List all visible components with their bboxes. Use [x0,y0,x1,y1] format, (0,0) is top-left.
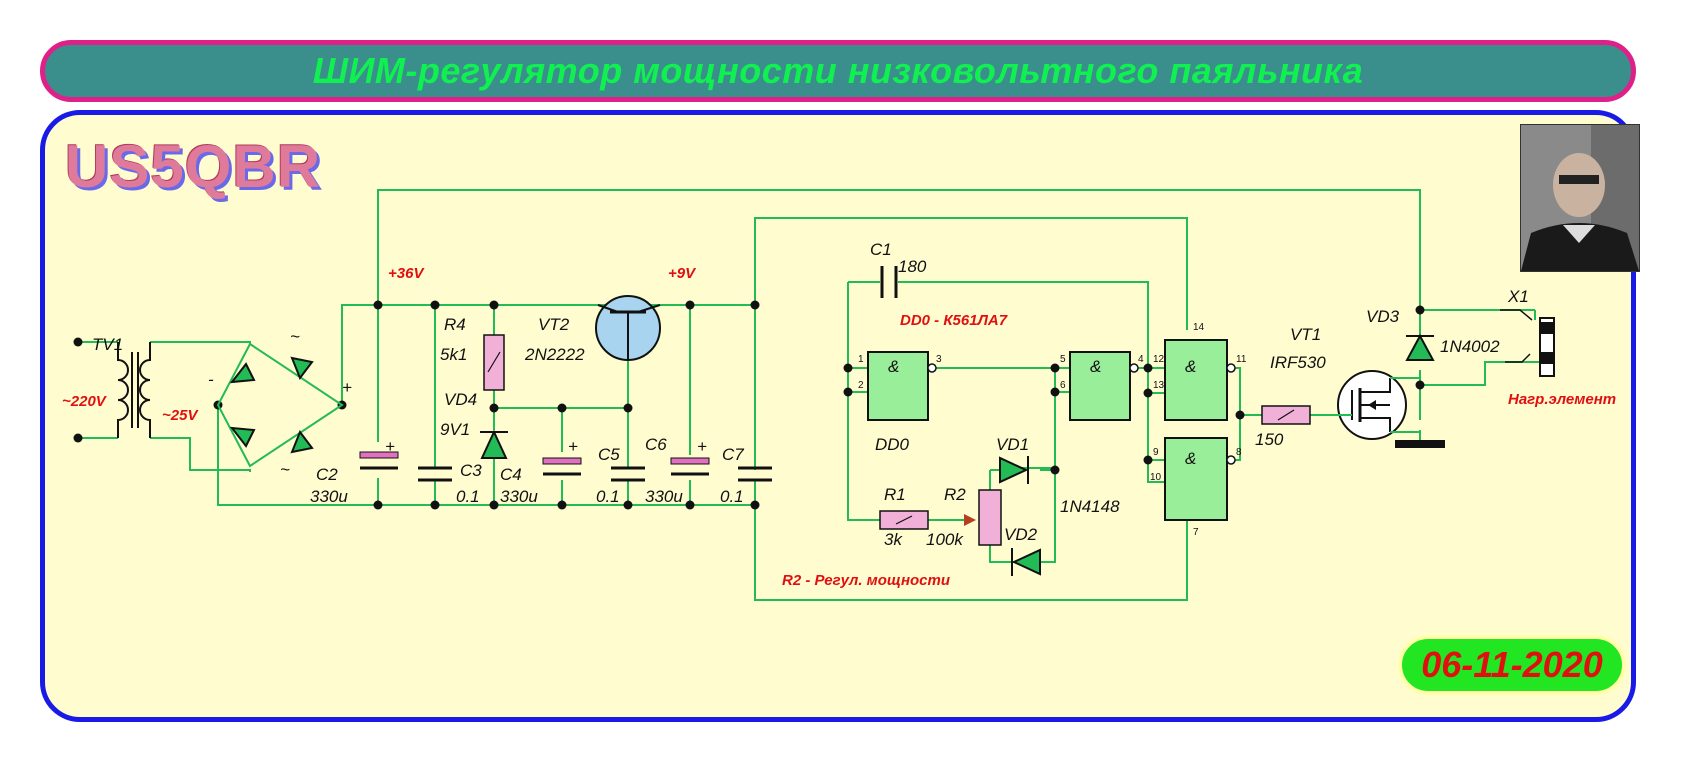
pin-11: 11 [1236,354,1247,365]
label-vd3-value: 1N4002 [1440,337,1500,356]
label-bridge-ac-bottom: ~ [280,460,290,479]
author-logo: US5QBR [65,133,322,200]
label-x1: X1 [1507,287,1529,306]
wires [78,189,1540,601]
capacitors [359,266,898,482]
label-vt2: VT2 [538,315,570,334]
label-vd4: VD4 [444,390,477,409]
pin-6: 6 [1060,380,1066,391]
label-c3-value: 0.1 [456,487,480,506]
label-c7: C7 [722,445,744,464]
label-c2-plus: + [385,437,395,456]
label-vd1: VD1 [996,435,1029,454]
person-icon [1521,125,1639,271]
label-dd0-note: DD0 - К561ЛА7 [900,312,1008,329]
label-tv1: TV1 [92,335,123,354]
zener-vd4 [480,429,508,459]
gate1-symbol: & [888,357,899,376]
label-c5-value: 0.1 [596,487,620,506]
text-labels: TV1 ~220V ~25V - + ~ ~ +36V +9V R4 5k1 V… [62,240,1616,589]
label-r150: 150 [1255,430,1284,449]
label-c1-value: 180 [898,257,927,276]
transformer-tv1 [117,342,151,438]
mosfet-vt1 [1337,370,1445,448]
logic-gates [867,339,1236,521]
pin-7: 7 [1193,527,1199,538]
pin-1: 1 [858,354,864,365]
label-c4-plus: + [568,437,578,456]
pin-8: 8 [1236,447,1242,458]
label-r1-value: 3k [884,530,903,549]
diode-bridge [216,342,344,468]
pin-4: 4 [1138,354,1144,365]
label-v25: ~25V [162,407,199,424]
label-v220: ~220V [62,393,108,410]
diode-vd3 [1405,333,1435,361]
pin-3: 3 [936,354,942,365]
resistors [483,334,1311,546]
label-c6-plus: + [697,437,707,456]
label-r2-note: R2 - Регул. мощности [782,572,950,589]
label-c4: C4 [500,465,522,484]
label-bridge-minus: - [208,370,214,389]
date-badge: 06-11-2020 [1398,635,1626,695]
diodes-vd1-vd2 [999,456,1041,576]
title-bar: ШИМ-регулятор мощности низковольтного па… [40,40,1636,102]
label-r4-value: 5k1 [440,345,467,364]
label-1n4148: 1N4148 [1060,497,1120,516]
label-c2: C2 [316,465,338,484]
connector-x1 [1500,309,1555,377]
label-vt2-value: 2N2222 [524,345,585,364]
label-c6: C6 [645,435,667,454]
label-vd4-value: 9V1 [440,420,470,439]
label-c1: C1 [870,240,892,259]
label-vd3: VD3 [1366,307,1400,326]
page-title: ШИМ-регулятор мощности низковольтного па… [312,50,1364,91]
label-vt1-value: IRF530 [1270,353,1326,372]
pin-10: 10 [1150,472,1162,483]
label-c3: C3 [460,461,482,480]
label-bridge-plus: + [342,378,352,397]
label-r2: R2 [944,485,966,504]
label-heater: Нагр.элемент [1508,391,1616,408]
transistor-vt2 [595,295,661,361]
pin-5: 5 [1060,354,1066,365]
gate3-symbol: & [1185,357,1196,376]
label-v9: +9V [668,265,697,282]
pin-13: 13 [1153,380,1165,391]
gate2-symbol: & [1090,357,1101,376]
label-c7-value: 0.1 [720,487,744,506]
author-photo [1520,124,1640,272]
label-vd2: VD2 [1004,525,1038,544]
label-bridge-ac-top: ~ [290,327,300,346]
label-c2-value: 330u [310,487,348,506]
gate4-symbol: & [1185,449,1196,468]
label-vt1: VT1 [1290,325,1321,344]
label-v36: +36V [388,265,425,282]
pin-14: 14 [1193,322,1205,333]
pin-9: 9 [1153,447,1159,458]
label-r4: R4 [444,315,466,334]
label-c4-value: 330u [500,487,538,506]
pin-12: 12 [1153,354,1165,365]
label-c5: C5 [598,445,620,464]
pin-2: 2 [858,380,864,391]
label-dd0: DD0 [875,435,910,454]
junction-dots [73,300,1425,510]
label-c6-value: 330u [645,487,683,506]
label-r1: R1 [884,485,906,504]
label-r2-value: 100k [926,530,964,549]
